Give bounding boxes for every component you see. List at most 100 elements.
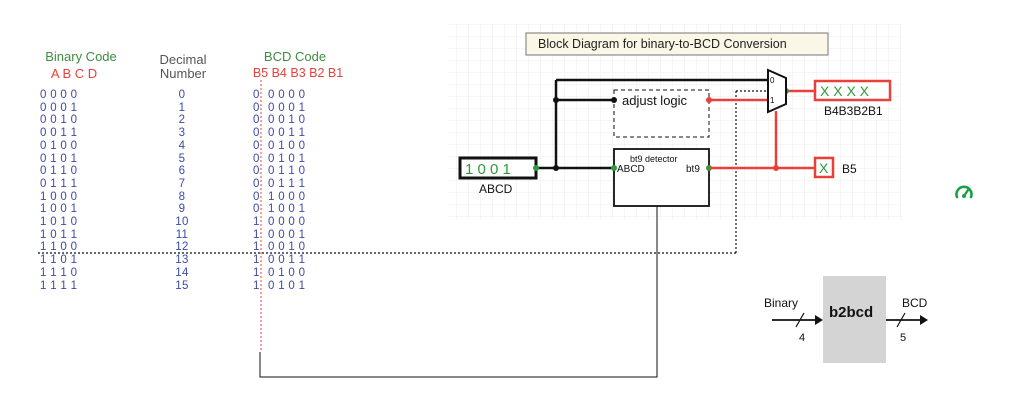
decimal-cell: 6: [178, 165, 186, 178]
b5-cell: 0: [253, 114, 260, 127]
b5-cell: 1: [253, 216, 260, 228]
input-port-dot: [533, 165, 539, 171]
mux-in1-label: 1: [770, 96, 775, 105]
binary-cell: 1 1 1 0: [40, 266, 78, 279]
output-value: X X X X: [820, 83, 870, 99]
binary-cell: 0 0 0 1: [40, 101, 78, 114]
b4-b1-cell: 0 0 1 0: [268, 114, 306, 127]
b5-cell: 0: [253, 165, 260, 178]
input-label: ABCD: [479, 182, 513, 196]
adjust-in-dot: [611, 97, 617, 103]
b4-b1-cell: 0 0 0 0: [268, 216, 306, 228]
b4-b1-cell: 0 0 0 1: [268, 228, 306, 241]
adjust-out-dot: [706, 97, 712, 103]
b4-b1-cell: 1 0 0 0: [268, 190, 306, 203]
b5-cell: 0: [253, 177, 260, 190]
binary-cell: 1 1 0 0: [40, 241, 78, 254]
b5-cell: 0: [253, 89, 260, 101]
binary-cell: 0 1 1 1: [40, 177, 78, 190]
block-input-width: 4: [799, 332, 805, 344]
decimal-cell: 2: [178, 114, 186, 127]
table-row: 1 1 0 1 13 1 0 0 1 1: [0, 254, 360, 266]
detector-in-label: ABCD: [617, 164, 645, 175]
decimal-cell: 13: [175, 254, 189, 267]
decimal-cell: 0: [178, 89, 186, 101]
b5-cell: 0: [253, 127, 260, 140]
detector-out-label: bt9: [686, 164, 700, 175]
b5-cell: 0: [253, 203, 260, 216]
b5-label: B5: [842, 162, 857, 176]
junction-2: [553, 165, 559, 171]
block-output-slash: [896, 312, 906, 328]
block-input-arrowhead: [815, 315, 823, 325]
b4-b1-cell: 0 1 1 0: [268, 165, 306, 178]
input-value: 1 0 0 1: [465, 161, 511, 178]
abcd-header: A B C D: [50, 66, 98, 81]
decimal-cell: 11: [175, 228, 189, 241]
output-label: B4B3B2B1: [824, 104, 883, 118]
b4-b1-cell: 0 0 1 1: [268, 254, 306, 267]
decimal-cell: 5: [178, 152, 186, 165]
b5-cell: 0: [253, 190, 260, 203]
diagram-title-box: [525, 32, 829, 56]
b5-cell: 1: [253, 228, 260, 241]
block-output-arrowhead: [920, 315, 928, 325]
detector-in-dot: [611, 165, 617, 171]
b5-cell: 1: [253, 279, 260, 292]
adjust-logic-box: [613, 89, 710, 138]
bt9-detector-box: [613, 148, 710, 207]
adjust-logic-label: adjust logic: [622, 93, 688, 108]
b5-cell: 1: [253, 266, 260, 279]
b4-b1-cell: 0 0 1 1: [268, 127, 306, 140]
junction-bt9: [773, 165, 779, 171]
binary-cell: 1 1 1 1: [40, 279, 78, 292]
binary-cell: 0 1 1 0: [40, 165, 78, 178]
block-input-slash: [795, 312, 805, 328]
decimal-cell: 9: [178, 203, 186, 216]
block-output-label: BCD: [902, 296, 928, 310]
b5-cell: 1: [253, 254, 260, 267]
binary-cell: 1 0 0 1: [40, 203, 78, 216]
binary-cell: 1 0 0 0: [40, 190, 78, 203]
binary-cell: 0 1 0 0: [40, 139, 78, 152]
binary-cell: 0 0 1 0: [40, 114, 78, 127]
binary-cell: 1 0 1 0: [40, 216, 78, 228]
table-row: 1 0 1 0 10 1 0 0 0 0: [0, 216, 360, 228]
decimal-cell: 10: [175, 216, 189, 228]
b2bcd-label: b2bcd: [829, 304, 873, 321]
decimal-cell: 8: [178, 190, 186, 203]
binary-cell: 1 0 1 1: [40, 228, 78, 241]
b5-cell: 0: [253, 101, 260, 114]
b5-cell: 0: [253, 139, 260, 152]
b4-b1-cell: 0 0 1 0: [268, 241, 306, 254]
b5-cell: 0: [253, 152, 260, 165]
junction-1: [553, 97, 559, 103]
speedometer-icon[interactable]: [955, 185, 973, 199]
block-output-width: 5: [900, 332, 906, 344]
detector-title: bt9 detector: [630, 154, 678, 164]
binary-cell: 0 1 0 1: [40, 152, 78, 165]
table-row: 0 0 1 0 2 0 0 0 1 0: [0, 114, 360, 126]
number-header: Number: [159, 66, 207, 81]
table-row: 0 1 1 0 6 0 0 1 1 0: [0, 165, 360, 177]
binary-cell: 1 1 0 1: [40, 254, 78, 267]
b5-value: X: [819, 160, 829, 176]
multiplexer: [767, 68, 787, 114]
decimal-cell: 1: [178, 101, 186, 114]
table-row: 1 0 0 0 8 0 1 0 0 0: [0, 191, 360, 203]
b4-b1-cell: 0 0 0 0: [268, 89, 306, 101]
decimal-cell: 15: [175, 279, 189, 292]
b5-display: [813, 156, 835, 179]
